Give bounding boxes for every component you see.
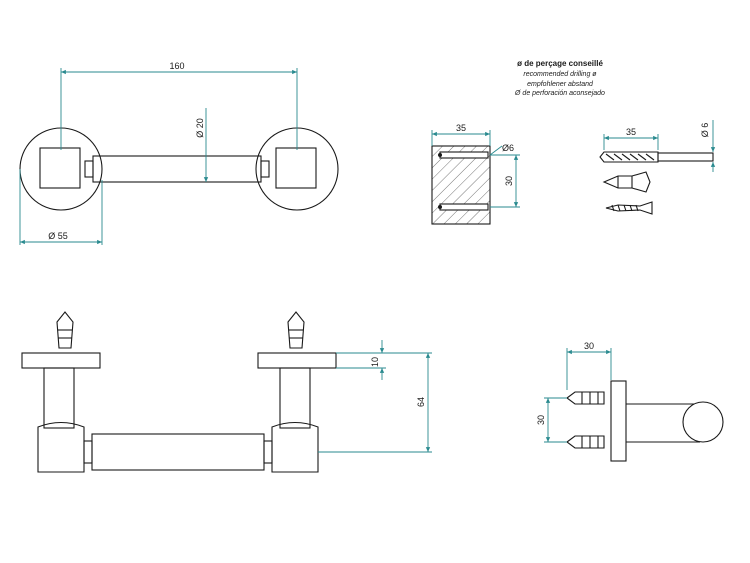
dim-drill-6: Ø 6	[700, 123, 710, 138]
dim-160: 160	[169, 61, 184, 71]
wall-section: 35 Ø6 30	[431, 123, 520, 225]
right-dowel	[287, 311, 305, 349]
front-view: 10 64	[21, 311, 432, 473]
dim-diameter-20: Ø 20	[195, 118, 205, 138]
dim-block-30: 30	[504, 176, 514, 186]
wall-hatch	[431, 145, 491, 225]
right-post	[279, 367, 311, 429]
dim-block-hole: Ø6	[502, 143, 514, 153]
note-line-3: empfohlener abstand	[527, 81, 594, 88]
drilling-note: ø de perçage conseillé recommended drill…	[514, 59, 605, 97]
note-line-1: ø de perçage conseillé	[517, 59, 603, 68]
dim-drill-35: 35	[626, 127, 636, 137]
right-base-square	[275, 147, 317, 189]
dowel	[602, 171, 651, 193]
screw	[605, 201, 653, 215]
drill-bit	[599, 151, 659, 163]
right-end-cap	[260, 160, 270, 178]
dim-side-spacing-30: 30	[536, 415, 546, 425]
dim-side-depth-30: 30	[584, 341, 594, 351]
left-end-cap	[84, 160, 94, 178]
drill-shank	[657, 152, 714, 162]
right-bracket	[271, 421, 319, 473]
side-tube-circle	[682, 401, 724, 443]
side-base-plate	[610, 380, 627, 462]
left-bracket	[37, 421, 85, 473]
upper-dowel	[566, 391, 605, 405]
note-line-4: Ø de perforación aconsejado	[514, 90, 605, 97]
dim-diameter-55: Ø 55	[48, 231, 68, 241]
top-view: 160 Ø 20 Ø 55	[19, 61, 339, 245]
drill-kit: 35 Ø 6	[599, 120, 716, 215]
left-base-plate	[21, 352, 101, 369]
dim-front-64: 64	[416, 397, 426, 407]
left-dowel	[56, 311, 74, 349]
left-post	[43, 367, 75, 429]
dim-block-35: 35	[456, 123, 466, 133]
dim-front-10: 10	[370, 357, 380, 367]
side-view: 30 30	[536, 341, 724, 462]
lower-dowel	[566, 435, 605, 449]
tube	[92, 155, 262, 183]
note-line-2: recommended drilling ø	[523, 71, 597, 78]
front-tube	[91, 433, 265, 471]
left-base-square	[39, 147, 81, 189]
right-base-plate	[257, 352, 337, 369]
